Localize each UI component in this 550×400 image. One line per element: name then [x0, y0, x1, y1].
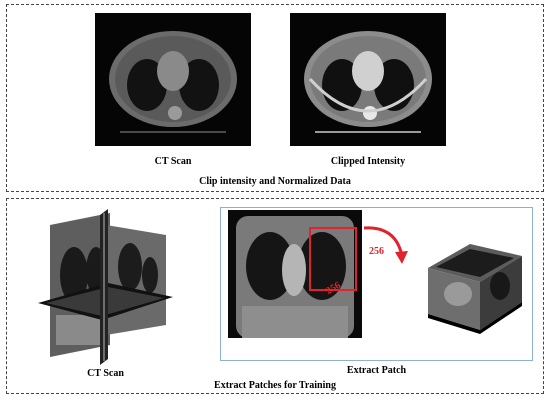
extracted-patch-cube: [428, 244, 522, 334]
ct-scan-axial-image: [95, 13, 251, 146]
extract-patch-label: Extract Patch: [346, 365, 407, 376]
curved-arrow-icon: [363, 226, 408, 264]
extract-patch-frame: [220, 207, 533, 361]
clipped-intensity-label: Clipped Intensity: [330, 156, 406, 167]
patch-width-label: 256: [369, 246, 384, 257]
ct-scan-label: CT Scan: [154, 156, 192, 167]
top-section-caption: Clip intensity and Normalized Data: [199, 176, 351, 187]
patch-selection-box: [309, 227, 357, 291]
bottom-section-caption: Extract Patches for Training: [214, 380, 336, 391]
clipped-intensity-image: [290, 13, 446, 146]
clip-intensity-panel: [6, 4, 544, 192]
extract-patches-panel: [6, 198, 544, 394]
coronal-ct-image: [228, 210, 362, 338]
ct-volume-3d-slices: [38, 209, 173, 365]
ct-volume-label: CT Scan: [87, 368, 124, 379]
